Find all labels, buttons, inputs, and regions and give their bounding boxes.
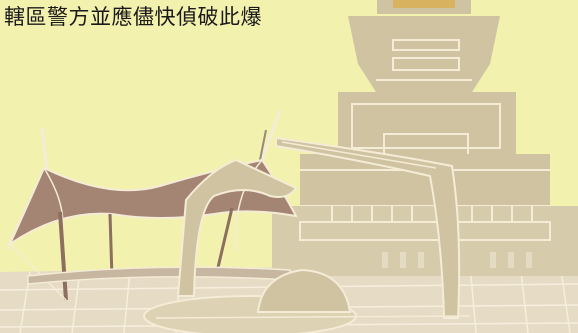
caption-text: 轄區警方並應儘快偵破此爆 <box>4 5 262 29</box>
arch-structures <box>176 136 461 319</box>
dome <box>143 268 471 333</box>
landmark-tower <box>272 0 578 276</box>
